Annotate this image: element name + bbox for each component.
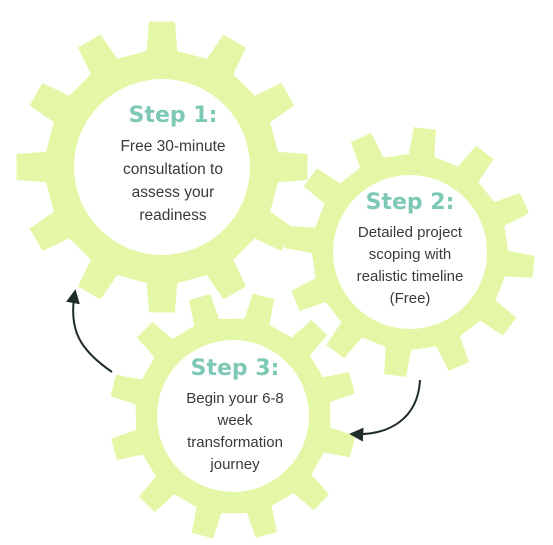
step-3-line: Begin your 6-8	[186, 390, 284, 407]
step-3-line: week	[217, 412, 253, 429]
step-2-line: Detailed project	[357, 224, 463, 241]
gear-1-hub	[74, 79, 250, 255]
arrow-step3-to-step1	[66, 289, 113, 373]
step-2-line: (Free)	[389, 290, 431, 307]
step-1-line: consultation to	[123, 161, 223, 178]
step-3-title: Step 3:	[190, 356, 280, 381]
step-1-line: readiness	[139, 207, 207, 224]
step-1-title: Step 1:	[128, 103, 218, 128]
gear-3-hub	[157, 340, 309, 492]
step-1-label: Step 1: Free 30-minute consultation to a…	[98, 103, 248, 227]
arrow-step2-to-step3	[349, 379, 421, 442]
step-2-line: realistic timeline	[356, 268, 464, 285]
step-2-title: Step 2:	[365, 190, 455, 215]
step-2-line: scoping with	[368, 246, 452, 263]
gear-2-hub	[333, 175, 487, 329]
step-1-line: assess your	[131, 184, 215, 201]
step-3-line: journey	[210, 456, 260, 473]
step-2-label: Step 2: Detailed project scoping with re…	[335, 190, 485, 310]
step-3-label: Step 3: Begin your 6-8 week transformati…	[160, 356, 310, 476]
step-3-line: transformation	[187, 434, 283, 451]
step-1-line: Free 30-minute	[120, 138, 226, 155]
